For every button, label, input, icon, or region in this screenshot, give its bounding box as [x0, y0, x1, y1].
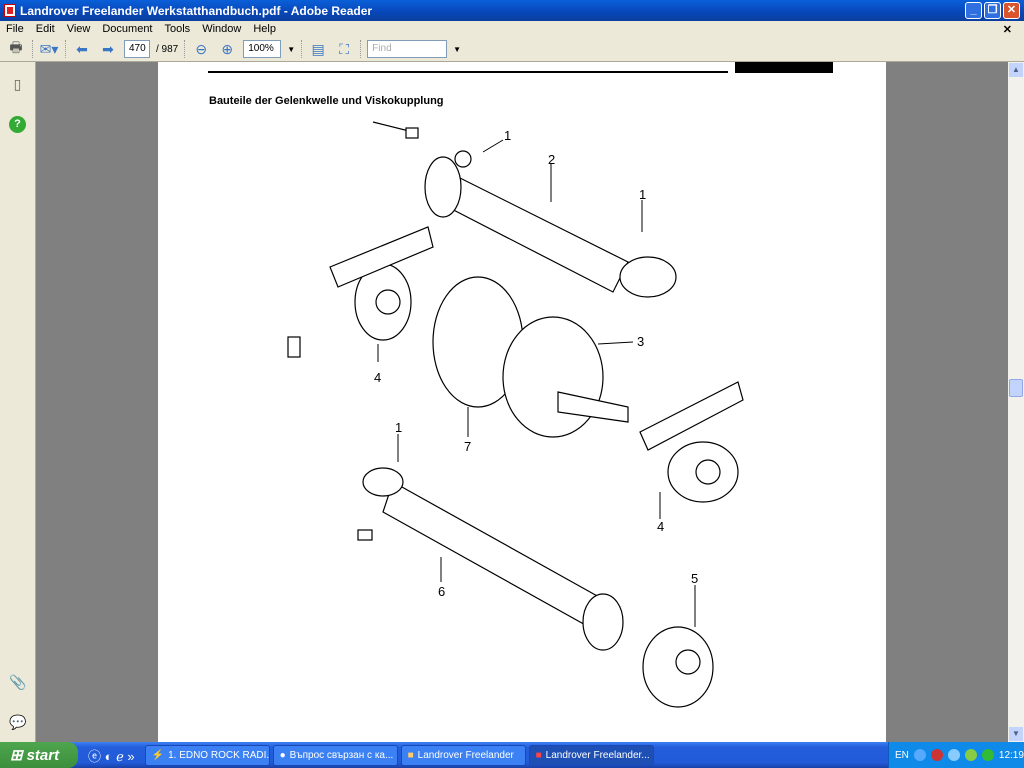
callout-2: 2: [548, 152, 556, 167]
menu-help[interactable]: Help: [253, 23, 276, 35]
folder-icon: ■: [407, 749, 414, 761]
callout-1c: 1: [395, 420, 403, 435]
email-icon[interactable]: ✉▾: [39, 40, 59, 57]
menu-edit[interactable]: Edit: [35, 23, 55, 35]
pdf-icon: ■: [535, 749, 542, 761]
previous-page-icon[interactable]: ⬅: [76, 40, 88, 57]
tray-expand-icon[interactable]: [913, 749, 926, 761]
minimize-button[interactable]: _: [965, 2, 982, 19]
page-number-input[interactable]: 470: [124, 40, 150, 58]
find-input[interactable]: Find: [367, 40, 448, 58]
task-folder[interactable]: ■Landrover Freelander: [400, 744, 526, 766]
callout-4: 4: [374, 370, 382, 385]
start-button[interactable]: ⊞start: [0, 742, 78, 768]
callout-6: 6: [438, 584, 446, 599]
callout-7: 7: [464, 439, 472, 454]
callout-1: 1: [504, 128, 512, 143]
zoom-input[interactable]: 100%: [243, 40, 282, 58]
print-icon[interactable]: 🖶: [9, 39, 23, 55]
callout-4b: 4: [657, 519, 665, 534]
help-icon[interactable]: ?: [9, 116, 26, 133]
section-heading: Bauteile der Gelenkwelle und Viskokupplu…: [209, 95, 444, 107]
scroll-thumb[interactable]: [1009, 379, 1023, 397]
system-tray: EN 12:19: [888, 742, 1024, 768]
zoom-out-icon[interactable]: ⊖: [195, 40, 208, 57]
windows-logo-icon: ⊞: [10, 747, 23, 764]
menu-document[interactable]: Document: [102, 23, 153, 35]
exploded-diagram: [287, 121, 744, 708]
fit-page-icon[interactable]: ⛶: [339, 40, 350, 57]
taskbar: ⊞start ⓔ ◐ ℯ » ⚡1. EDNO ROCK RADI... ●Въ…: [0, 742, 1024, 768]
callout-5: 5: [691, 571, 699, 586]
lower-propshaft: [357, 467, 714, 708]
callout-1b: 1: [639, 187, 647, 202]
pages-icon[interactable]: ▯: [13, 76, 22, 92]
scroll-down-icon[interactable]: ▼: [1009, 727, 1023, 741]
window-title: Landrover Freelander Werkstatthandbuch.p…: [20, 3, 373, 18]
task-browser[interactable]: ●Въпрос свързан с ка...: [272, 744, 398, 766]
header-block: [735, 62, 833, 73]
messenger-icon[interactable]: [964, 749, 977, 761]
attachments-icon[interactable]: 📎: [9, 674, 27, 690]
scroll-up-icon[interactable]: ▲: [1009, 63, 1023, 77]
header-rule: [208, 71, 728, 73]
winamp-icon: ⚡: [151, 749, 165, 761]
restore-button[interactable]: ❐: [984, 2, 1001, 19]
document-area: Bauteile der Gelenkwelle und Viskokupplu…: [36, 62, 1008, 742]
menu-bar: File Edit View Document Tools Window Hel…: [0, 21, 1024, 37]
menu-window[interactable]: Window: [202, 23, 242, 35]
menu-tools[interactable]: Tools: [164, 23, 191, 35]
opera-icon: ●: [279, 749, 286, 761]
upper-propshaft: [372, 121, 677, 298]
menu-view[interactable]: View: [66, 23, 91, 35]
navigation-pane: ▯ ? 📎 💬: [0, 62, 36, 742]
page-total: / 987: [156, 43, 179, 55]
find-dropdown-icon[interactable]: ▼: [453, 44, 462, 54]
fit-width-icon[interactable]: ▤: [311, 40, 325, 57]
next-page-icon[interactable]: ➡: [102, 40, 114, 57]
language-indicator[interactable]: EN: [895, 749, 909, 761]
task-adobe-reader[interactable]: ■Landrover Freelander...: [528, 744, 654, 766]
close-button[interactable]: ✕: [1003, 2, 1020, 19]
title-bar: Landrover Freelander Werkstatthandbuch.p…: [0, 0, 1024, 21]
menu-file[interactable]: File: [6, 23, 24, 35]
pdf-page: Bauteile der Gelenkwelle und Viskokupplu…: [158, 62, 886, 742]
quicklaunch-icons[interactable]: ⓔ ◐ ℯ »: [88, 748, 135, 764]
zoom-in-icon[interactable]: ⊕: [221, 40, 234, 57]
security-icon[interactable]: [930, 749, 943, 761]
vertical-scrollbar[interactable]: ▲ ▼: [1008, 62, 1024, 742]
clock: 12:19: [998, 749, 1024, 761]
task-radio[interactable]: ⚡1. EDNO ROCK RADI...: [144, 744, 270, 766]
callout-3: 3: [637, 334, 645, 349]
viscous-coupling: [287, 226, 744, 503]
network-icon[interactable]: [947, 749, 960, 761]
close-document-icon[interactable]: ✕: [1002, 23, 1012, 36]
pdf-icon: [4, 4, 16, 17]
comments-icon[interactable]: 💬: [9, 714, 27, 730]
toolbar: 🖶 ✉▾ ⬅ ➡ 470 / 987 ⊖ ⊕ 100% ▼ ▤ ⛶ Find ▼: [0, 37, 1024, 62]
zoom-dropdown-icon[interactable]: ▼: [287, 44, 296, 54]
antivirus-icon[interactable]: [981, 749, 994, 761]
